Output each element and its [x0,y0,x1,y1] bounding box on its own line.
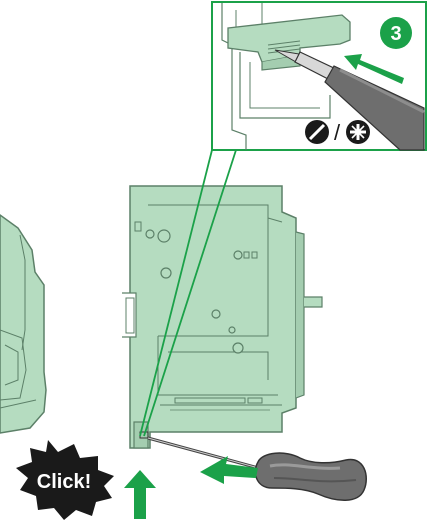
flat-screwdriver-icon [305,120,329,144]
tool-separator: / [334,120,341,145]
zoom-inset: 3 / [212,2,426,150]
click-label: Click! [37,471,91,493]
step-badge: 3 [380,17,412,49]
tool-type-icons: / [305,120,370,145]
up-arrow [124,470,156,519]
step-number: 3 [390,23,401,45]
click-burst: Click! [16,440,114,520]
left-device [0,215,46,433]
cross-screwdriver-icon [346,120,370,144]
screwdriver-handle [255,453,366,500]
